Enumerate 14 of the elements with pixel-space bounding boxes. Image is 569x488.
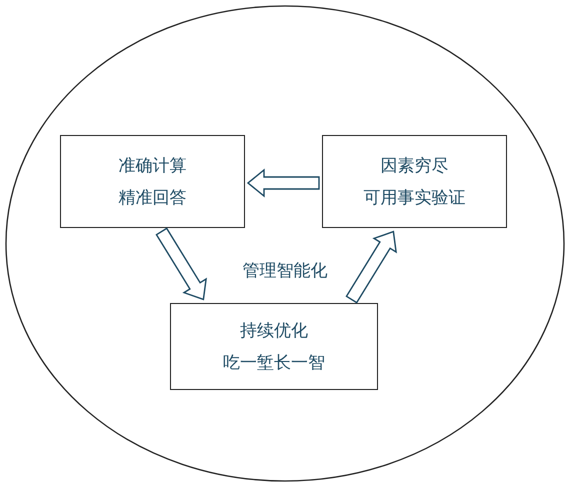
center-label: 管理智能化 <box>242 260 328 283</box>
box-text: 可用事实验证 <box>364 186 466 210</box>
box-text: 吃一堑长一智 <box>223 352 325 374</box>
block-arrow <box>346 230 397 304</box>
block-arrow <box>156 227 207 300</box>
box-text: 精准回答 <box>118 186 186 210</box>
text-box <box>170 303 378 390</box>
box-text: 持续优化 <box>239 320 309 342</box>
text-box <box>322 135 507 228</box>
box-text: 准确计算 <box>118 154 186 178</box>
block-arrow <box>246 168 320 198</box>
box-text: 因素穷尽 <box>380 154 450 178</box>
text-box <box>60 135 245 228</box>
ellipse-frame <box>5 5 565 482</box>
